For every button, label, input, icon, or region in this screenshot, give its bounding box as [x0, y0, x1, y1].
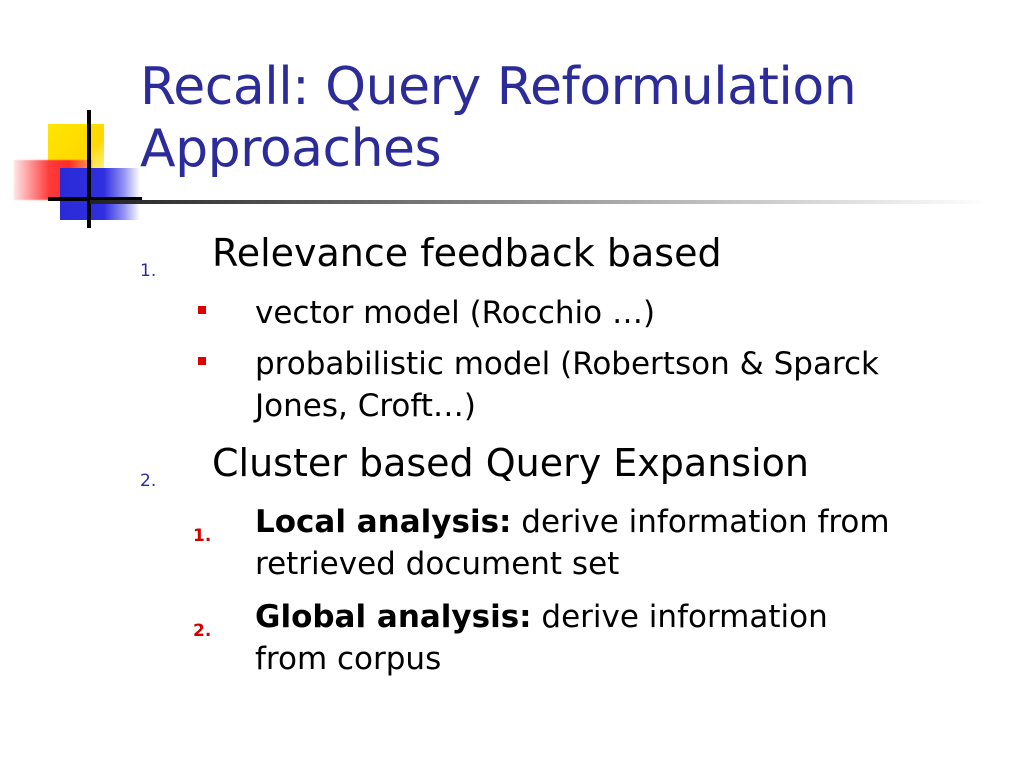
logo-blue-square	[60, 168, 140, 220]
title-divider	[90, 200, 990, 204]
logo-vertical-line	[87, 110, 91, 228]
list-item-text: Cluster based Query Expansion	[212, 441, 809, 485]
sub-item-text-line1: derive information	[531, 599, 828, 635]
sub-item-text-line2: Jones, Croft…)	[255, 388, 476, 424]
sub-item-bold-term: Global analysis:	[255, 599, 532, 635]
list-number: 2.	[140, 471, 157, 491]
sub-item-text: Global analysis: derive information from …	[255, 596, 985, 680]
sub-list-number: 2.	[193, 621, 212, 641]
sub-item-text-line1: derive information from	[511, 504, 890, 540]
sub-item-bold-term: Local analysis:	[255, 504, 512, 540]
sub-item-text-line1: probabilistic model (Robertson & Sparck	[255, 346, 880, 382]
list-item-text: Relevance feedback based	[212, 231, 722, 275]
slide-title-line1: Recall: Query Reformulation	[140, 57, 857, 117]
sub-item-text: Local analysis: derive information from r…	[255, 501, 985, 585]
list-number: 1.	[140, 261, 157, 281]
sub-item-text: vector model (Rocchio …)	[255, 295, 656, 331]
decorative-logo	[0, 0, 150, 240]
slide-title-line2: Approaches	[140, 119, 442, 179]
sub-list-number: 1.	[193, 526, 212, 546]
square-bullet-icon	[198, 357, 206, 365]
sub-item-text-line2: retrieved document set	[255, 546, 620, 582]
logo-horizontal-line	[48, 197, 142, 201]
slide-title: Recall: Query Reformulation Approaches	[140, 56, 1000, 180]
sub-item-text-line2: from corpus	[255, 641, 442, 677]
square-bullet-icon	[198, 306, 206, 314]
